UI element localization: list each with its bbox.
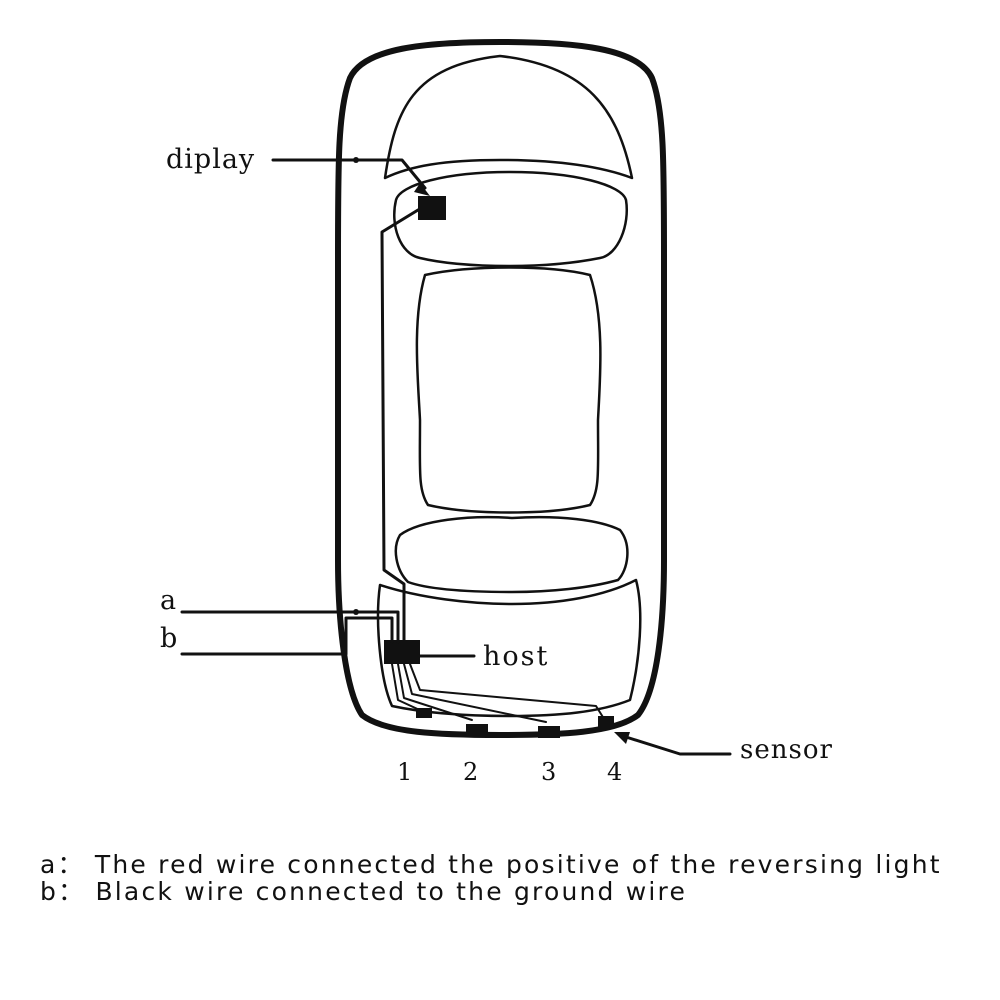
sensor-3: [538, 726, 560, 738]
display-unit: [418, 196, 446, 220]
host-unit: [384, 640, 420, 664]
note-a-text: The red wire connected the positive of t…: [94, 850, 942, 879]
cable-junction-dot: [353, 157, 359, 163]
car-hood: [383, 54, 634, 180]
car-trunk: [376, 578, 642, 718]
sensor-number-4: 4: [607, 758, 623, 786]
sensor-cable-4: [409, 663, 607, 723]
wire-b-label: b: [160, 623, 178, 654]
display-leader-line: [271, 158, 427, 190]
wire-b: [180, 616, 394, 656]
sensor-arrowhead: [614, 732, 630, 744]
sensor-number-1: 1: [397, 758, 413, 786]
sensor-number-2: 2: [463, 758, 479, 786]
car-rear-window: [394, 515, 629, 594]
note-b: b： Black wire connected to the ground wi…: [40, 872, 687, 908]
display-label: diplay: [166, 144, 256, 175]
note-b-key: b：: [40, 877, 86, 906]
sensor-cable-2: [397, 663, 473, 721]
sensor-cable-1: [391, 663, 425, 713]
wire-a: [180, 610, 400, 644]
car-roof: [415, 266, 602, 514]
host-label: host: [483, 641, 550, 672]
sensor-leader-line: [624, 735, 732, 756]
sensor-4: [598, 716, 614, 728]
car-windshield: [393, 170, 629, 268]
display-arrowhead: [414, 183, 430, 196]
wire-a-label: a: [160, 585, 177, 616]
car-body-outline: [335, 39, 667, 738]
sensor-1: [416, 708, 432, 718]
sensor-2: [466, 724, 488, 736]
sensor-number-3: 3: [541, 758, 557, 786]
note-a: a： The red wire connected the positive o…: [40, 845, 942, 881]
sensor-cable-3: [403, 663, 547, 723]
note-a-key: a：: [40, 850, 85, 879]
display-cable: [380, 208, 420, 642]
note-b-text: Black wire connected to the ground wire: [95, 877, 688, 906]
sensor-label: sensor: [740, 735, 833, 765]
wire-a-junction-dot: [353, 609, 359, 615]
